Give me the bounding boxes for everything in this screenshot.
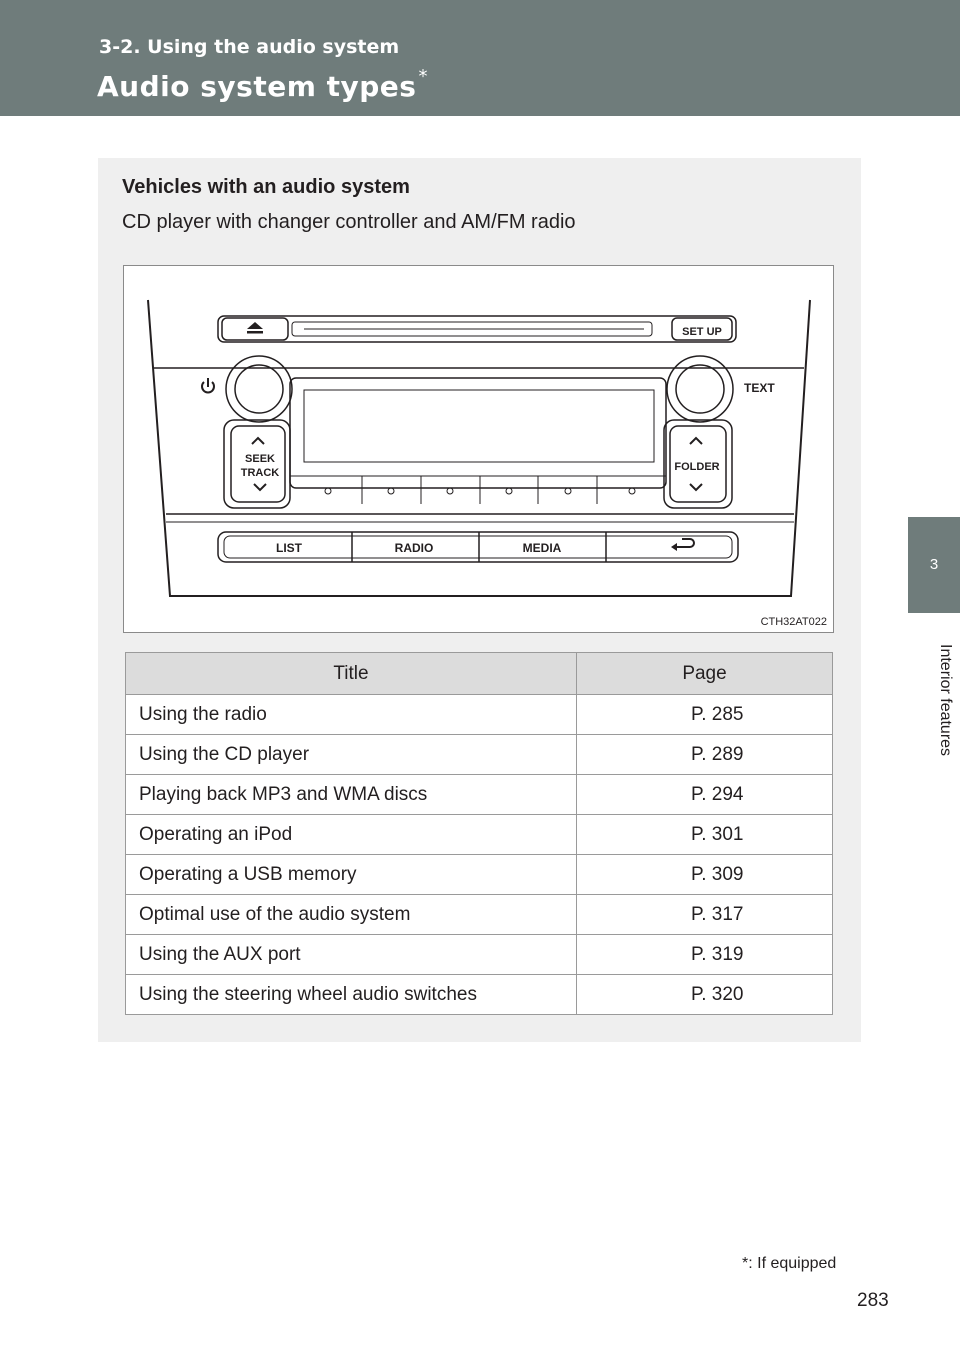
table-header-row: Title Page <box>125 652 833 695</box>
table-row: Operating a USB memory P. 309 <box>125 854 833 895</box>
table-row: Playing back MP3 and WMA discs P. 294 <box>125 774 833 815</box>
row-page: P. 301 <box>576 814 833 855</box>
chapter-label: Interior features <box>937 643 954 757</box>
eject-icon <box>221 317 289 341</box>
table-row: Using the AUX port P. 319 <box>125 934 833 975</box>
track-label: TRACK <box>241 467 280 479</box>
row-title: Playing back MP3 and WMA discs <box>125 774 577 815</box>
equipped-mark: * <box>418 66 428 87</box>
row-title: Operating an iPod <box>125 814 577 855</box>
row-page: P. 285 <box>576 694 833 735</box>
figure-code: CTH32AT022 <box>760 616 827 628</box>
panel-subheading: CD player with changer controller and AM… <box>122 211 576 233</box>
table-row: Using the CD player P. 289 <box>125 734 833 775</box>
row-title: Using the steering wheel audio switches <box>125 974 577 1015</box>
panel-heading: Vehicles with an audio system <box>122 176 410 198</box>
row-page: P. 294 <box>576 774 833 815</box>
folder-label: FOLDER <box>674 461 719 473</box>
media-label: MEDIA <box>523 541 562 555</box>
reference-table: Title Page Using the radio P. 285 Using … <box>125 652 833 1015</box>
page-number: 283 <box>857 1290 889 1311</box>
row-title: Using the radio <box>125 694 577 735</box>
content-panel: Vehicles with an audio system CD player … <box>98 158 861 1042</box>
column-header-title: Title <box>125 652 577 695</box>
table-row: Operating an iPod P. 301 <box>125 814 833 855</box>
radio-label: RADIO <box>395 541 434 555</box>
footnote-text: : If equipped <box>748 1255 837 1272</box>
section-title: 3-2. Using the audio system <box>99 36 400 58</box>
row-title: Using the CD player <box>125 734 577 775</box>
power-icon <box>201 378 215 394</box>
row-page: P. 309 <box>576 854 833 895</box>
row-title: Optimal use of the audio system <box>125 894 577 935</box>
table-row: Using the radio P. 285 <box>125 694 833 735</box>
back-arrow-icon <box>671 538 695 551</box>
list-label: LIST <box>276 541 303 555</box>
row-title: Operating a USB memory <box>125 854 577 895</box>
page-header: 3-2. Using the audio system Audio system… <box>0 0 960 116</box>
page-title-text: Audio system types <box>97 70 417 103</box>
row-title: Using the AUX port <box>125 934 577 975</box>
chapter-tab: 3 <box>908 517 960 613</box>
footnote-mark: * <box>742 1255 749 1272</box>
audio-unit-figure: SET UP TEXT <box>123 265 834 633</box>
seek-label: SEEK <box>245 453 275 465</box>
row-page: P. 319 <box>576 934 833 975</box>
row-page: P. 289 <box>576 734 833 775</box>
footnote: *: If equipped <box>742 1255 836 1273</box>
row-page: P. 317 <box>576 894 833 935</box>
table-row: Using the steering wheel audio switches … <box>125 974 833 1015</box>
column-header-page: Page <box>576 652 833 695</box>
row-page: P. 320 <box>576 974 833 1015</box>
set-up-label: SET UP <box>682 326 722 338</box>
table-row: Optimal use of the audio system P. 317 <box>125 894 833 935</box>
audio-unit-illustration: SET UP TEXT <box>147 299 811 597</box>
text-label: TEXT <box>744 381 775 395</box>
page-title: Audio system types* <box>97 66 427 103</box>
